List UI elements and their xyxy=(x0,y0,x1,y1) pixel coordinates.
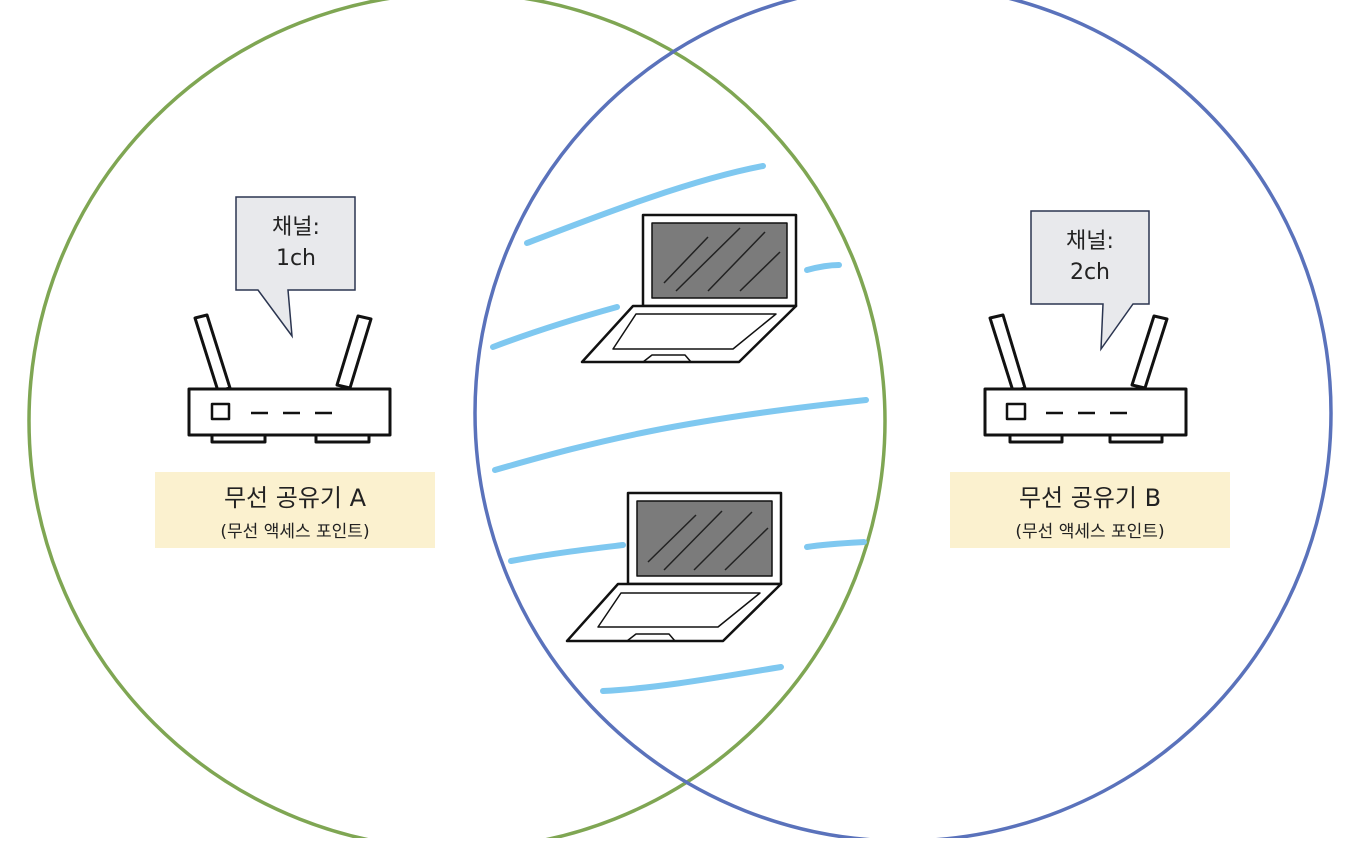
coverage-circle-b xyxy=(473,0,1333,842)
channel-value: 1ch xyxy=(275,246,317,271)
interference-wave xyxy=(804,539,867,550)
interference-wave xyxy=(492,397,869,473)
interference-wave xyxy=(524,163,766,246)
router-type: (무선 액세스 포인트) xyxy=(1015,522,1165,542)
interference-wave xyxy=(804,262,842,273)
router-icon xyxy=(983,313,1188,444)
router-label-b: 무선 공유기 B (무선 액세스 포인트) xyxy=(950,472,1230,548)
channel-bubble-b: 채널: 2ch xyxy=(1030,226,1150,288)
channel-value: 2ch xyxy=(1069,260,1111,285)
coverage-circle-a xyxy=(27,0,887,842)
interference-wave xyxy=(508,542,626,564)
router-name: 무선 공유기 B xyxy=(1018,484,1162,512)
laptop-icon xyxy=(565,491,783,643)
channel-caption: 채널: xyxy=(272,215,320,240)
interference-waves xyxy=(490,163,869,694)
speech-bubble-icon xyxy=(235,196,356,339)
laptop-icon xyxy=(580,213,798,364)
router-type: (무선 액세스 포인트) xyxy=(220,522,370,542)
interference-wave xyxy=(600,664,784,694)
speech-bubble-icon xyxy=(1030,210,1150,352)
router-name: 무선 공유기 A xyxy=(223,484,367,512)
channel-bubble-a: 채널: 1ch xyxy=(236,212,356,274)
interference-wave xyxy=(490,304,620,350)
router-icon xyxy=(187,313,392,444)
channel-caption: 채널: xyxy=(1066,229,1114,254)
router-label-a: 무선 공유기 A (무선 액세스 포인트) xyxy=(155,472,435,548)
